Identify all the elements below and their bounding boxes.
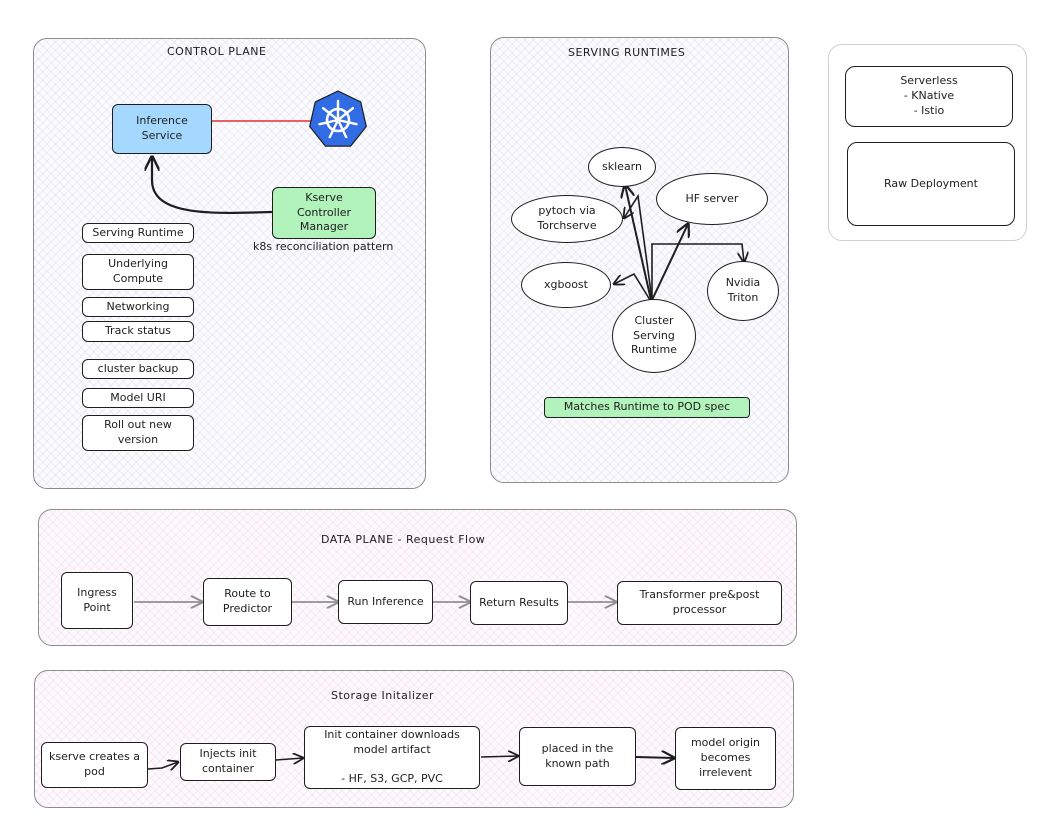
dp-transformer[interactable]: Transformer pre&post processor <box>617 581 782 625</box>
kubernetes-icon <box>309 90 367 147</box>
task-serving-runtime[interactable]: Serving Runtime <box>82 223 194 243</box>
runtime-pytorch[interactable]: pytoch via Torchserve <box>511 195 623 243</box>
st-injects-init-container[interactable]: Injects init container <box>180 743 276 781</box>
storage-title: Storage Initalizer <box>331 689 435 702</box>
task-roll-out[interactable]: Roll out new version <box>82 415 194 451</box>
st-kserve-creates-pod[interactable]: kserve creates a pod <box>41 742 148 788</box>
cluster-to-triton-arrow <box>651 243 744 300</box>
inference-service-box[interactable]: Inference Service <box>112 104 212 154</box>
runtime-sklearn[interactable]: sklearn <box>588 147 656 187</box>
cluster-to-pytorch-arrow <box>624 193 653 301</box>
serverless-box[interactable]: Serverless - KNative - Istio <box>845 66 1013 127</box>
st-placed-known-path[interactable]: placed in the known path <box>519 727 636 786</box>
serving-runtimes-title: SERVING RUNTIMES <box>568 46 686 59</box>
task-track-status[interactable]: Track status <box>82 321 194 342</box>
st-model-origin-irrelevant[interactable]: model origin becomes irrelevent <box>675 727 776 790</box>
raw-deployment-box[interactable]: Raw Deployment <box>847 142 1015 226</box>
task-cluster-backup[interactable]: cluster backup <box>82 359 194 379</box>
runtime-nvidia-triton[interactable]: Nvidia Triton <box>707 261 779 321</box>
matches-runtime-box[interactable]: Matches Runtime to POD spec <box>544 397 750 418</box>
st-arrow-4 <box>635 757 674 758</box>
task-networking[interactable]: Networking <box>82 297 194 317</box>
st-arrow-2 <box>275 758 303 760</box>
st-arrow-1 <box>147 762 178 769</box>
dp-run-inference[interactable]: Run Inference <box>338 580 433 624</box>
data-plane-title: DATA PLANE - Request Flow <box>321 533 486 546</box>
runtime-hf-server[interactable]: HF server <box>656 173 768 225</box>
task-model-uri[interactable]: Model URI <box>82 388 194 408</box>
runtime-xgboost[interactable]: xgboost <box>521 262 611 308</box>
controller-manager-box[interactable]: Kserve Controller Manager <box>272 187 376 239</box>
runtime-cluster-serving[interactable]: Cluster Serving Runtime <box>612 299 696 373</box>
cluster-to-hf-arrow <box>651 224 688 301</box>
cluster-to-sklearn-arrow <box>625 185 652 301</box>
dp-return-results[interactable]: Return Results <box>470 581 568 625</box>
control-plane-title: CONTROL PLANE <box>167 45 267 58</box>
dp-route-to-predictor[interactable]: Route to Predictor <box>203 578 292 626</box>
st-init-container-downloads[interactable]: Init container downloads model artifact … <box>304 726 480 789</box>
cluster-to-xgboost-arrow <box>614 272 651 301</box>
task-underlying-compute[interactable]: Underlying Compute <box>82 254 194 290</box>
controller-to-service-arrow <box>152 157 273 215</box>
reconciliation-label: k8s reconciliation pattern <box>253 240 394 253</box>
st-arrow-3 <box>480 756 518 757</box>
dp-ingress-point[interactable]: Ingress Point <box>61 572 133 629</box>
